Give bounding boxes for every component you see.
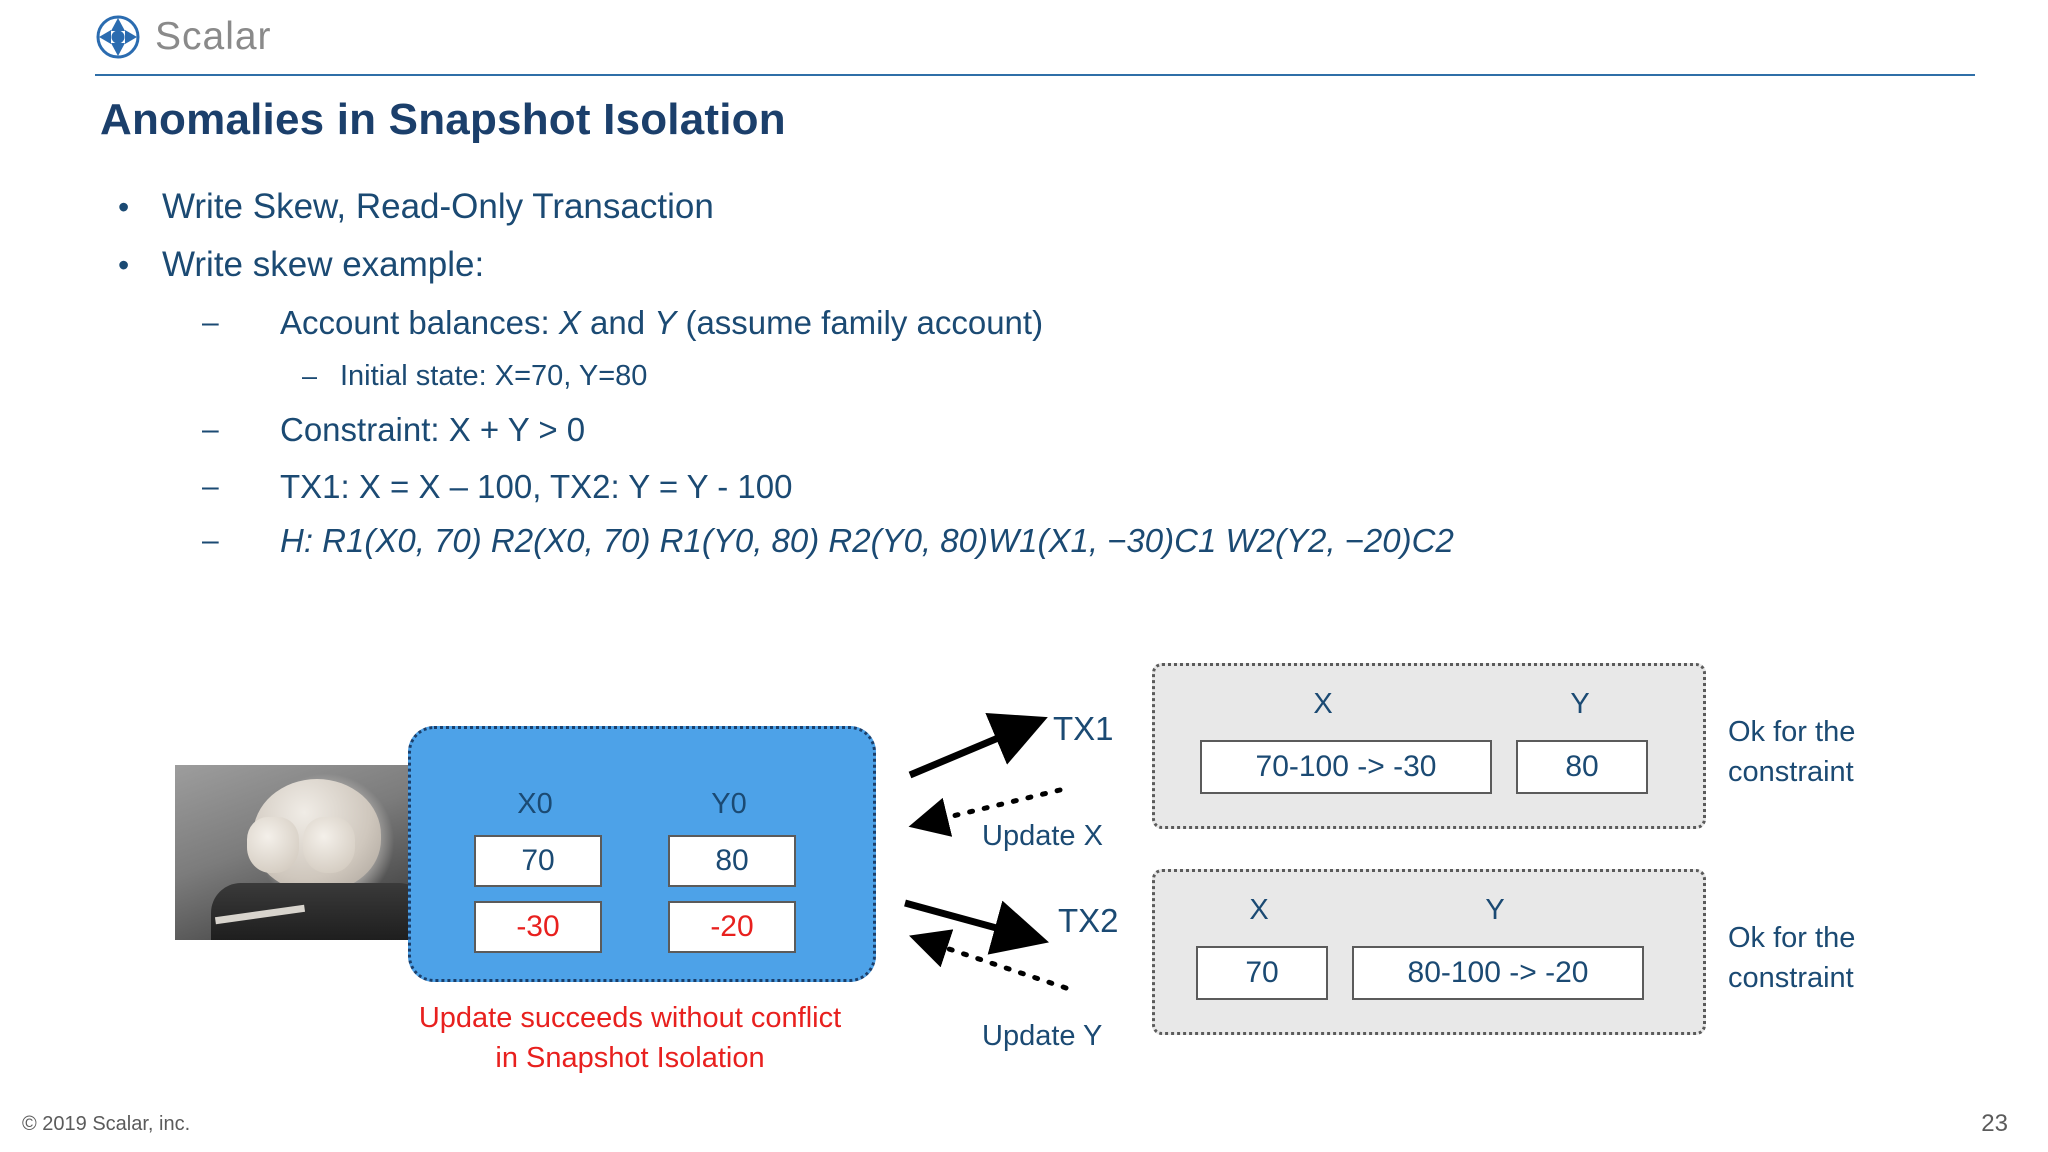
tx1-note-line1: Ok for the: [1728, 716, 1856, 748]
tx1-constraint-note: Ok for the constraint: [1728, 712, 1948, 792]
tx2-note-line2: constraint: [1728, 962, 1854, 994]
tx2-cell-x: 70: [1196, 946, 1328, 1000]
bullet-text-pre: Account balances:: [280, 304, 559, 341]
db-col-x-label: X0: [517, 788, 553, 820]
bullet-text: Write Skew, Read-Only Transaction: [162, 187, 714, 226]
tx2-constraint-note: Ok for the constraint: [1728, 918, 1948, 998]
header-divider: [95, 74, 1975, 76]
bullet-text: Constraint: X + Y > 0: [280, 411, 586, 448]
tx2-col-y-label: Y: [1485, 894, 1505, 926]
tx1-cell-y: 80: [1516, 740, 1648, 794]
tx1-note-line2: constraint: [1728, 756, 1854, 788]
conflict-caption-line2: in Snapshot Isolation: [495, 1042, 765, 1074]
bullet-marker-dash: –: [302, 361, 318, 391]
bullet-item-5: – Constraint: X + Y > 0: [110, 401, 1960, 458]
history-sequence: : R1(X0, 70) R2(X0, 70) R1(Y0, 80) R2(Y0…: [303, 522, 1454, 559]
db-cell-y-updated: -20: [668, 901, 796, 953]
tx1-label: TX1: [1053, 710, 1114, 747]
brand-logo: Scalar: [95, 14, 272, 60]
bullet-item-3: – Account balances: X and Y (assume fami…: [110, 294, 1960, 351]
bullet-marker-dash: –: [202, 524, 219, 557]
tx1-cell-x: 70-100 -> -30: [1200, 740, 1492, 794]
bullet-item-6: – TX1: X = X – 100, TX2: Y = Y - 100: [110, 458, 1960, 515]
tx1-update-label: Update X: [982, 820, 1103, 852]
bullet-item-7: – H: R1(X0, 70) R2(X0, 70) R1(Y0, 80) R2…: [110, 515, 1980, 567]
scalar-logo-icon: [95, 14, 141, 60]
tx2-update-label: Update Y: [982, 1020, 1103, 1052]
bullet-marker-dot: •: [118, 247, 130, 283]
brand-name: Scalar: [155, 15, 272, 58]
bullet-list: • Write Skew, Read-Only Transaction • Wr…: [110, 178, 1960, 567]
tx1-col-x-label: X: [1313, 688, 1333, 720]
db-col-y-label: Y0: [711, 788, 747, 820]
bullet-text: Initial state: X=70, Y=80: [340, 360, 648, 392]
bullet-item-4: – Initial state: X=70, Y=80: [110, 351, 1960, 401]
var-x: X: [558, 304, 581, 341]
history-symbol: H: [280, 522, 304, 559]
bullet-marker-dot: •: [118, 189, 130, 225]
tx2-label: TX2: [1058, 902, 1119, 939]
bullet-text-post: (assume family account): [676, 304, 1044, 341]
tx2-note-line1: Ok for the: [1728, 922, 1856, 954]
bullet-marker-dash: –: [202, 470, 219, 503]
db-cell-x-updated: -30: [474, 901, 602, 953]
footer-copyright: © 2019 Scalar, inc.: [22, 1113, 191, 1135]
page-number: 23: [1981, 1110, 2008, 1137]
bullet-item-2: • Write skew example:: [110, 236, 1960, 294]
bullet-marker-dash: –: [202, 306, 219, 339]
bullet-item-1: • Write Skew, Read-Only Transaction: [110, 178, 1960, 236]
bullet-marker-dash: –: [202, 413, 219, 446]
tx2-cell-y: 80-100 -> -20: [1352, 946, 1644, 1000]
var-y: Y: [654, 304, 677, 341]
conflict-caption: Update succeeds without conflict in Snap…: [300, 998, 960, 1078]
child-covering-face-photo: [175, 765, 465, 940]
bullet-text-mid: and: [580, 304, 655, 341]
tx1-col-y-label: Y: [1570, 688, 1590, 720]
page-title: Anomalies in Snapshot Isolation: [100, 95, 786, 144]
bullet-text: Write skew example:: [162, 245, 485, 284]
db-cell-x-initial: 70: [474, 835, 602, 887]
tx2-col-x-label: X: [1249, 894, 1269, 926]
db-cell-y-initial: 80: [668, 835, 796, 887]
bullet-text: TX1: X = X – 100, TX2: Y = Y - 100: [280, 468, 793, 505]
conflict-caption-line1: Update succeeds without conflict: [418, 1002, 842, 1034]
